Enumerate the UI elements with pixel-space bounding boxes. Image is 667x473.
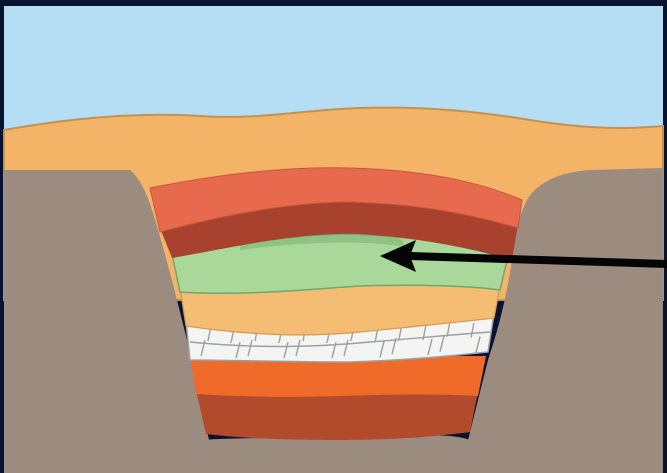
brown-layer bbox=[196, 389, 478, 440]
bedrock-floor bbox=[200, 435, 470, 473]
